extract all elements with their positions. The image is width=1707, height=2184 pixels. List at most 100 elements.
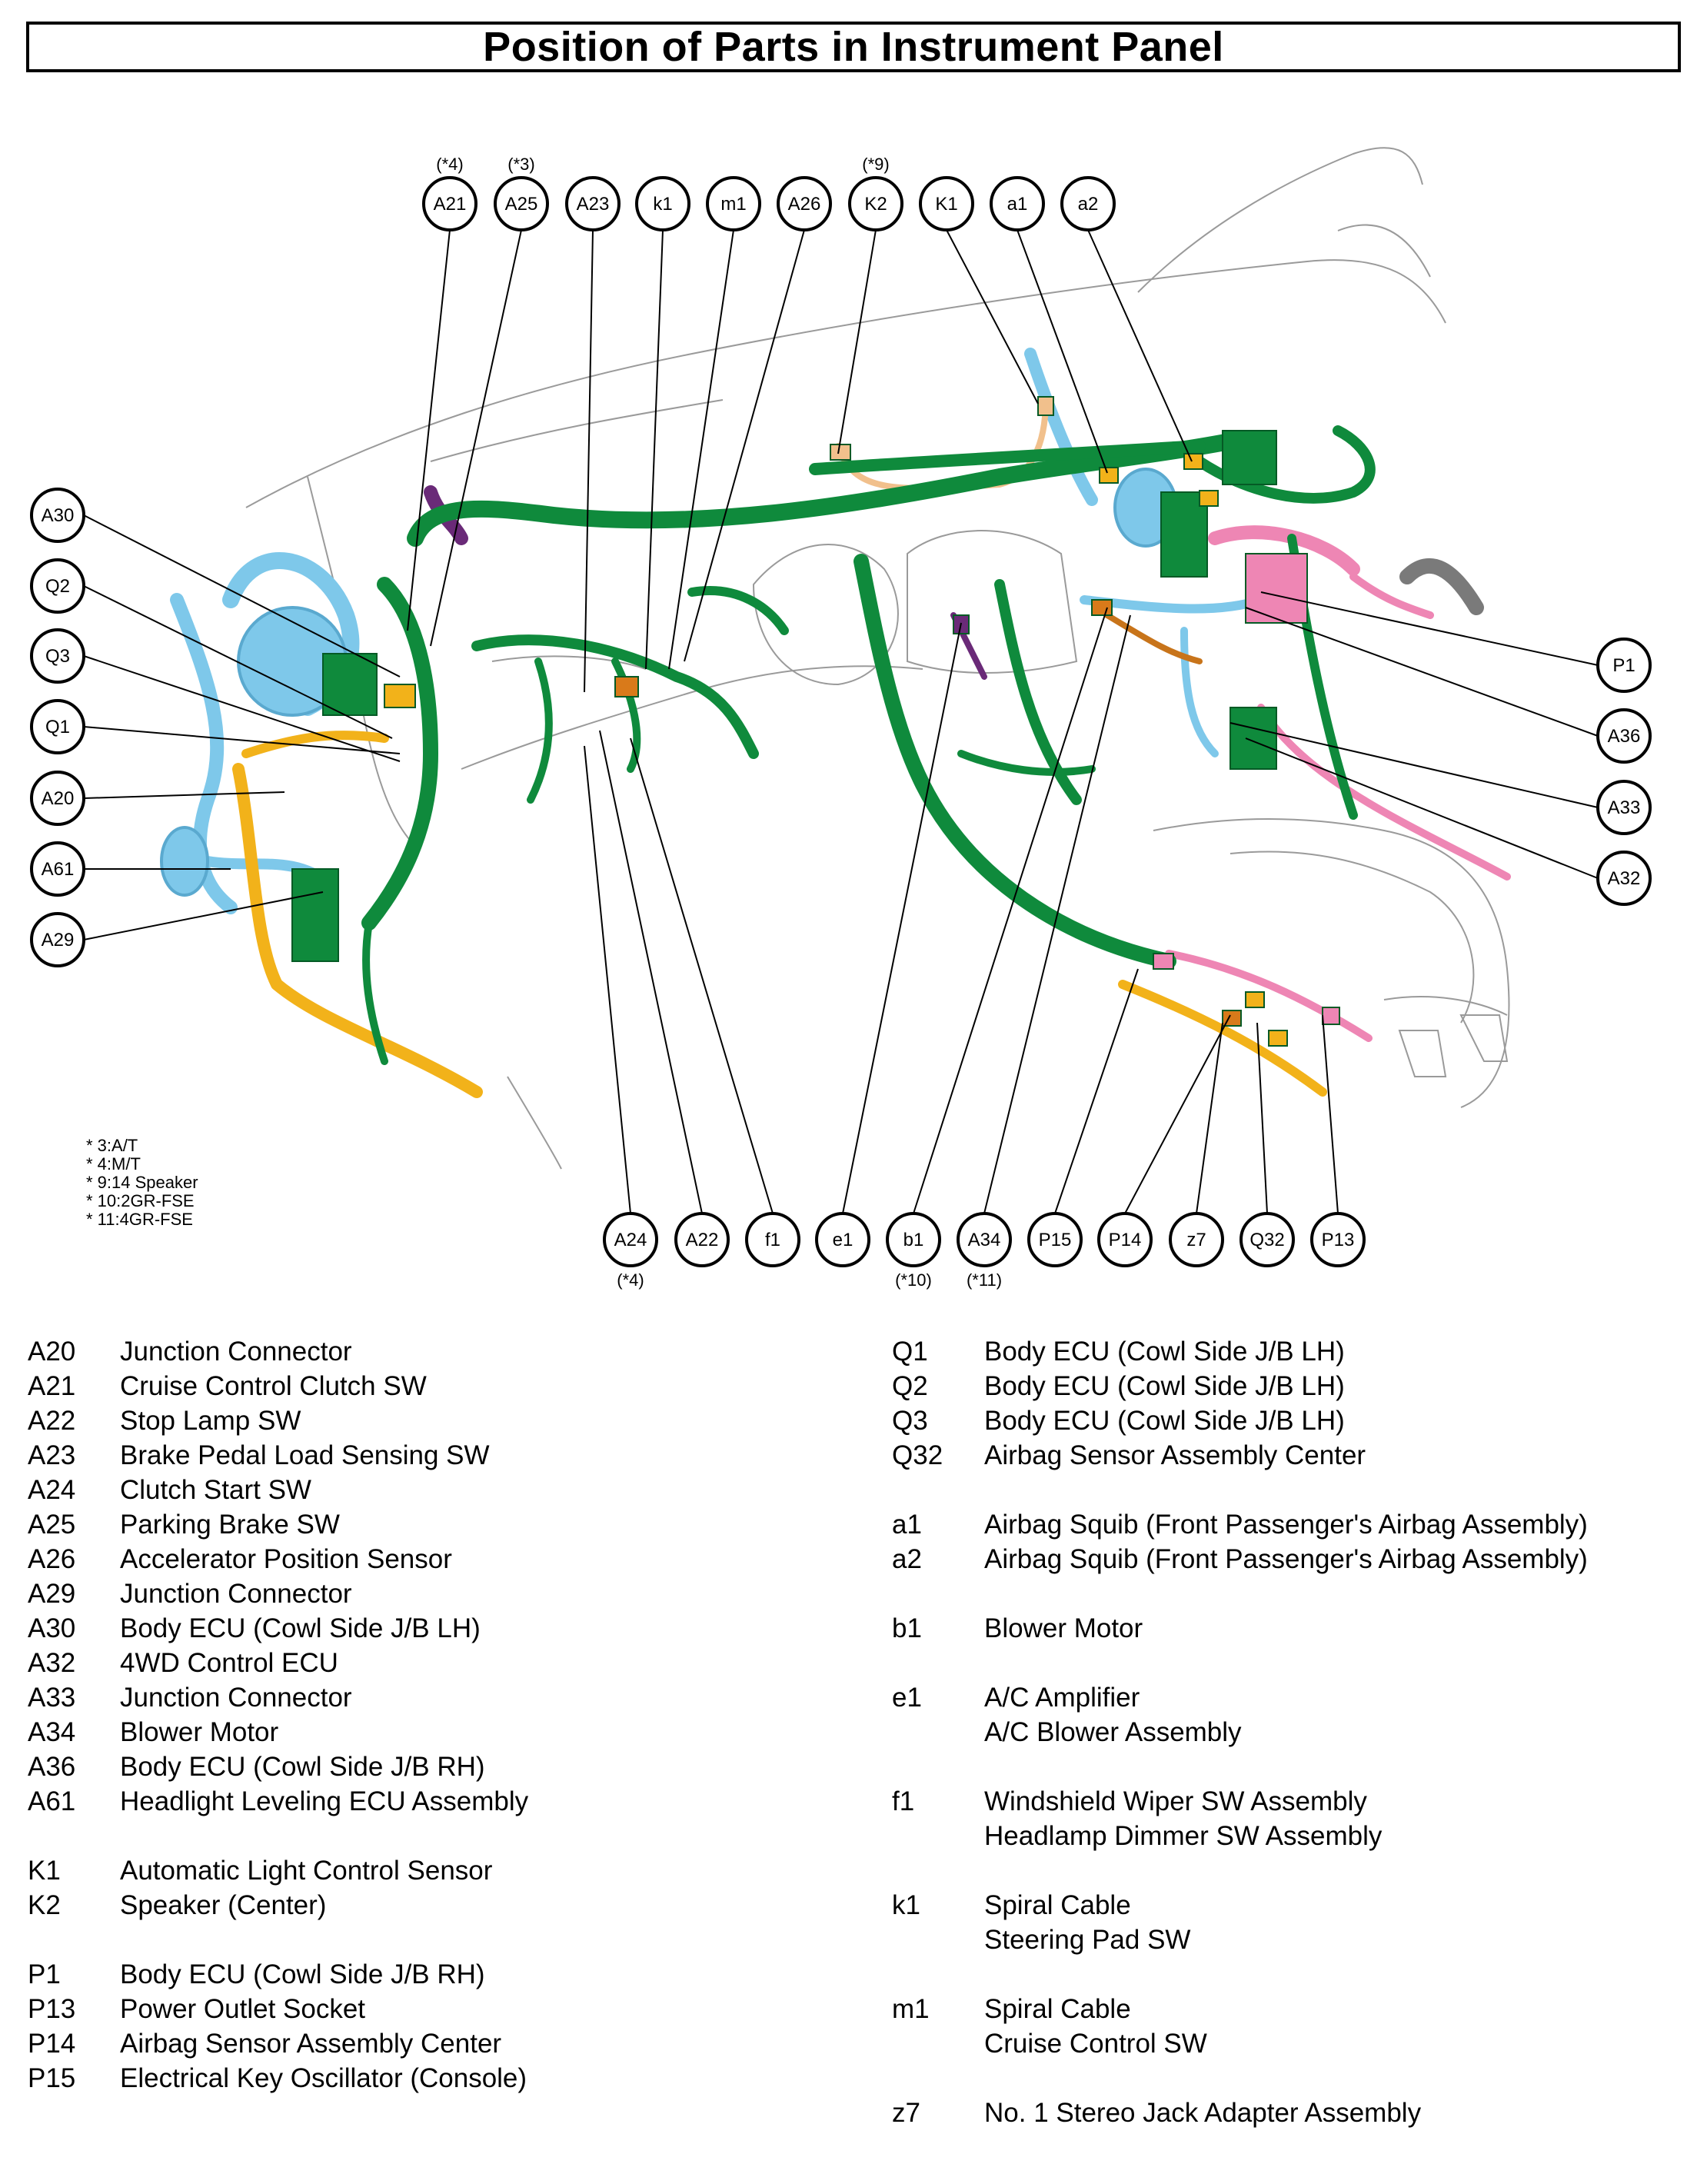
legend-description: Body ECU (Cowl Side J/B RH) bbox=[120, 1957, 528, 1992]
leader-line bbox=[684, 229, 805, 662]
callout-a1: a1 bbox=[990, 176, 1045, 231]
legend-code: A36 bbox=[28, 1752, 76, 1782]
callout-circle bbox=[848, 176, 903, 231]
callout-label: Q32 bbox=[1249, 1230, 1284, 1250]
legend-code: f1 bbox=[892, 1786, 915, 1816]
leader-line bbox=[584, 745, 631, 1214]
callout-circle bbox=[30, 628, 85, 684]
legend-description-line: Airbag Squib (Front Passenger's Airbag A… bbox=[984, 1510, 1588, 1540]
callout-label: A33 bbox=[1608, 797, 1641, 818]
callout-a32: A32 bbox=[1596, 851, 1652, 906]
legend-gap bbox=[892, 1750, 1588, 1784]
legend-code: A26 bbox=[28, 1544, 76, 1574]
legend-code: Q1 bbox=[892, 1337, 928, 1367]
legend-code: A21 bbox=[28, 1371, 76, 1401]
leader-line bbox=[407, 229, 451, 631]
callout-circle bbox=[30, 912, 85, 967]
legend-code: Q32 bbox=[892, 1440, 943, 1470]
legend-description: Airbag Squib (Front Passenger's Airbag A… bbox=[984, 1542, 1588, 1576]
legend-gap bbox=[892, 1646, 1588, 1680]
callout-k2: K2(*9) bbox=[848, 155, 903, 231]
legend-description-line: Body ECU (Cowl Side J/B LH) bbox=[984, 1371, 1345, 1401]
callout-a61: A61 bbox=[30, 841, 85, 897]
leader-line bbox=[83, 655, 401, 762]
callout-label: K1 bbox=[935, 194, 957, 215]
legend-gap bbox=[892, 1853, 1588, 1888]
legend-description-line: Headlamp Dimmer SW Assembly bbox=[984, 1821, 1383, 1851]
legend-code: P15 bbox=[28, 2063, 76, 2093]
leader-line bbox=[430, 229, 522, 647]
callout-a33: A33 bbox=[1596, 780, 1652, 835]
callout-circle bbox=[957, 1212, 1012, 1267]
legend-code: K1 bbox=[28, 1856, 61, 1886]
callout-label: A34 bbox=[968, 1230, 1001, 1250]
legend-description-line: Airbag Sensor Assembly Center bbox=[984, 1440, 1366, 1470]
callout-label: A21 bbox=[434, 194, 467, 215]
callout-f1: f1 bbox=[745, 1212, 800, 1267]
legend-description: Junction Connector bbox=[120, 1680, 528, 1715]
callout-label: A26 bbox=[788, 194, 821, 215]
legend-description-line: A/C Blower Assembly bbox=[984, 1717, 1242, 1747]
legend-description-line: Parking Brake SW bbox=[120, 1510, 340, 1540]
legend-description-line: Body ECU (Cowl Side J/B RH) bbox=[120, 1959, 485, 1989]
legend-code: A20 bbox=[28, 1337, 76, 1367]
callout-label: A23 bbox=[577, 194, 610, 215]
legend-description-line: Blower Motor bbox=[984, 1613, 1143, 1643]
legend-description: Body ECU (Cowl Side J/B LH) bbox=[984, 1369, 1588, 1403]
legend-description-line: 4WD Control ECU bbox=[120, 1648, 338, 1678]
callout-a23: A23 bbox=[565, 176, 621, 231]
legend-item: a1 Airbag Squib (Front Passenger's Airbag… bbox=[892, 1507, 1588, 1542]
callout-circle bbox=[1310, 1212, 1366, 1267]
legend-description: Brake Pedal Load Sensing SW bbox=[120, 1438, 528, 1473]
legend-description-line: No. 1 Stereo Jack Adapter Assembly bbox=[984, 2098, 1422, 2128]
callout-leader-lines bbox=[83, 229, 1599, 1214]
callout-label: P14 bbox=[1109, 1230, 1142, 1250]
callout-note: (*9) bbox=[862, 155, 889, 174]
legend-description: No. 1 Stereo Jack Adapter Assembly bbox=[984, 2096, 1588, 2130]
legend-description-line: Airbag Sensor Assembly Center bbox=[120, 2029, 502, 2059]
legend-item: Q1 Body ECU (Cowl Side J/B LH) bbox=[892, 1334, 1588, 1369]
callout-a2: a2 bbox=[1060, 176, 1116, 231]
callout-label: Q1 bbox=[45, 717, 70, 737]
legend-description: Body ECU (Cowl Side J/B LH) bbox=[984, 1334, 1588, 1369]
legend-gap bbox=[28, 1819, 528, 1853]
callout-label: f1 bbox=[765, 1230, 780, 1250]
callout-circle bbox=[886, 1212, 941, 1267]
callout-m1: m1 bbox=[706, 176, 761, 231]
legend-code: a1 bbox=[892, 1510, 922, 1540]
legend-gap bbox=[892, 1473, 1588, 1507]
legend-gap bbox=[892, 1576, 1588, 1611]
callout-a30: A30 bbox=[30, 488, 85, 543]
legend-gap bbox=[892, 1957, 1588, 1992]
callout-q32: Q32 bbox=[1239, 1212, 1295, 1267]
callout-circle bbox=[30, 841, 85, 897]
legend-description-line: Steering Pad SW bbox=[984, 1925, 1191, 1955]
legend-description-line: Speaker (Center) bbox=[120, 1890, 327, 1920]
legend-description-line: Cruise Control SW bbox=[984, 2029, 1207, 2059]
legend-gap bbox=[892, 2061, 1588, 2096]
legend-code: Q3 bbox=[892, 1406, 928, 1436]
legend-code: A29 bbox=[28, 1579, 76, 1609]
legend-code: Q2 bbox=[892, 1371, 928, 1401]
legend-code: A61 bbox=[28, 1786, 76, 1816]
callout-label: P13 bbox=[1322, 1230, 1355, 1250]
legend-description-line: Accelerator Position Sensor bbox=[120, 1544, 452, 1574]
callout-a24: A24(*4) bbox=[603, 1212, 658, 1290]
leader-line bbox=[1245, 607, 1599, 737]
legend-description: Body ECU (Cowl Side J/B RH) bbox=[120, 1750, 528, 1784]
callout-label: a1 bbox=[1007, 194, 1028, 215]
